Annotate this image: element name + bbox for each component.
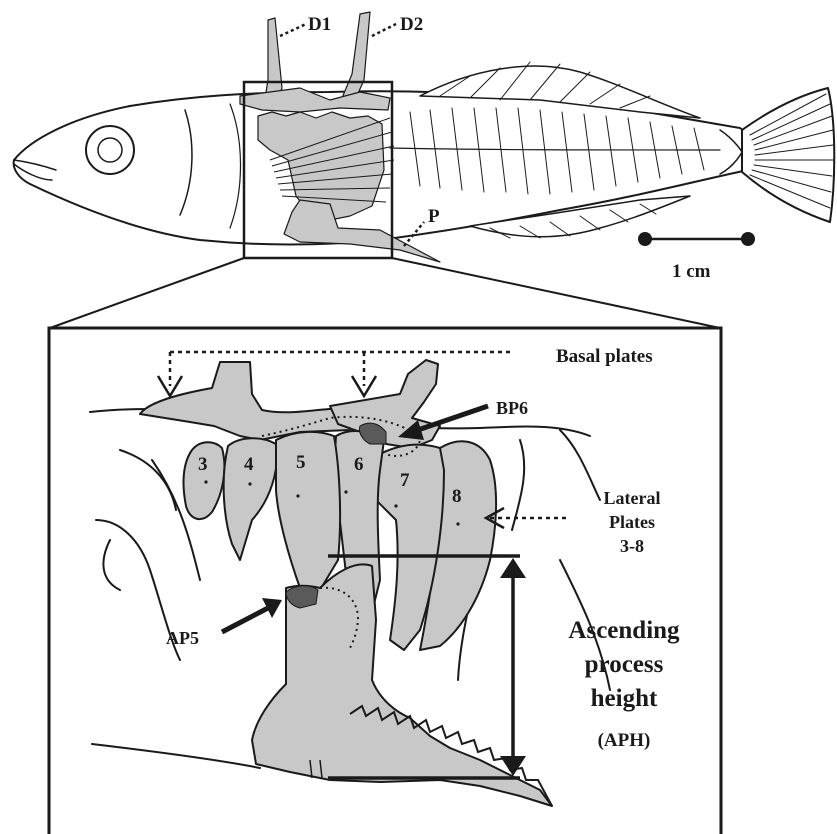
label-ap5: AP5 — [166, 628, 199, 648]
label-p: P — [428, 206, 440, 227]
plate-number-8: 8 — [452, 486, 462, 507]
plate-number-5: 5 — [296, 452, 306, 473]
label-lateral-line-2: Plates — [609, 512, 655, 532]
label-aph-line-4: (APH) — [598, 730, 651, 751]
plate-number-7: 7 — [400, 470, 410, 491]
plate-number-6: 6 — [354, 454, 364, 475]
zoom-projection-lines — [50, 258, 720, 328]
label-aph-line-3: height — [591, 685, 658, 712]
plate-number-3: 3 — [198, 454, 208, 475]
dorsal-spine-2-shape — [342, 12, 370, 98]
label-lateral-line-3: 3-8 — [620, 536, 644, 556]
label-aph-line-1: Ascending — [568, 617, 680, 644]
fish-drawing — [14, 62, 835, 245]
scale-bar-label: 1 cm — [672, 261, 711, 282]
label-lateral-line-1: Lateral — [604, 488, 661, 508]
plate-number-4: 4 — [244, 454, 254, 475]
label-basal-plates: Basal plates — [556, 346, 653, 367]
label-d1: D1 — [308, 14, 331, 35]
label-d2: D2 — [400, 14, 423, 35]
label-aph-line-2: process — [585, 651, 664, 678]
label-bp6: BP6 — [496, 398, 528, 418]
scale-bar — [638, 232, 755, 246]
